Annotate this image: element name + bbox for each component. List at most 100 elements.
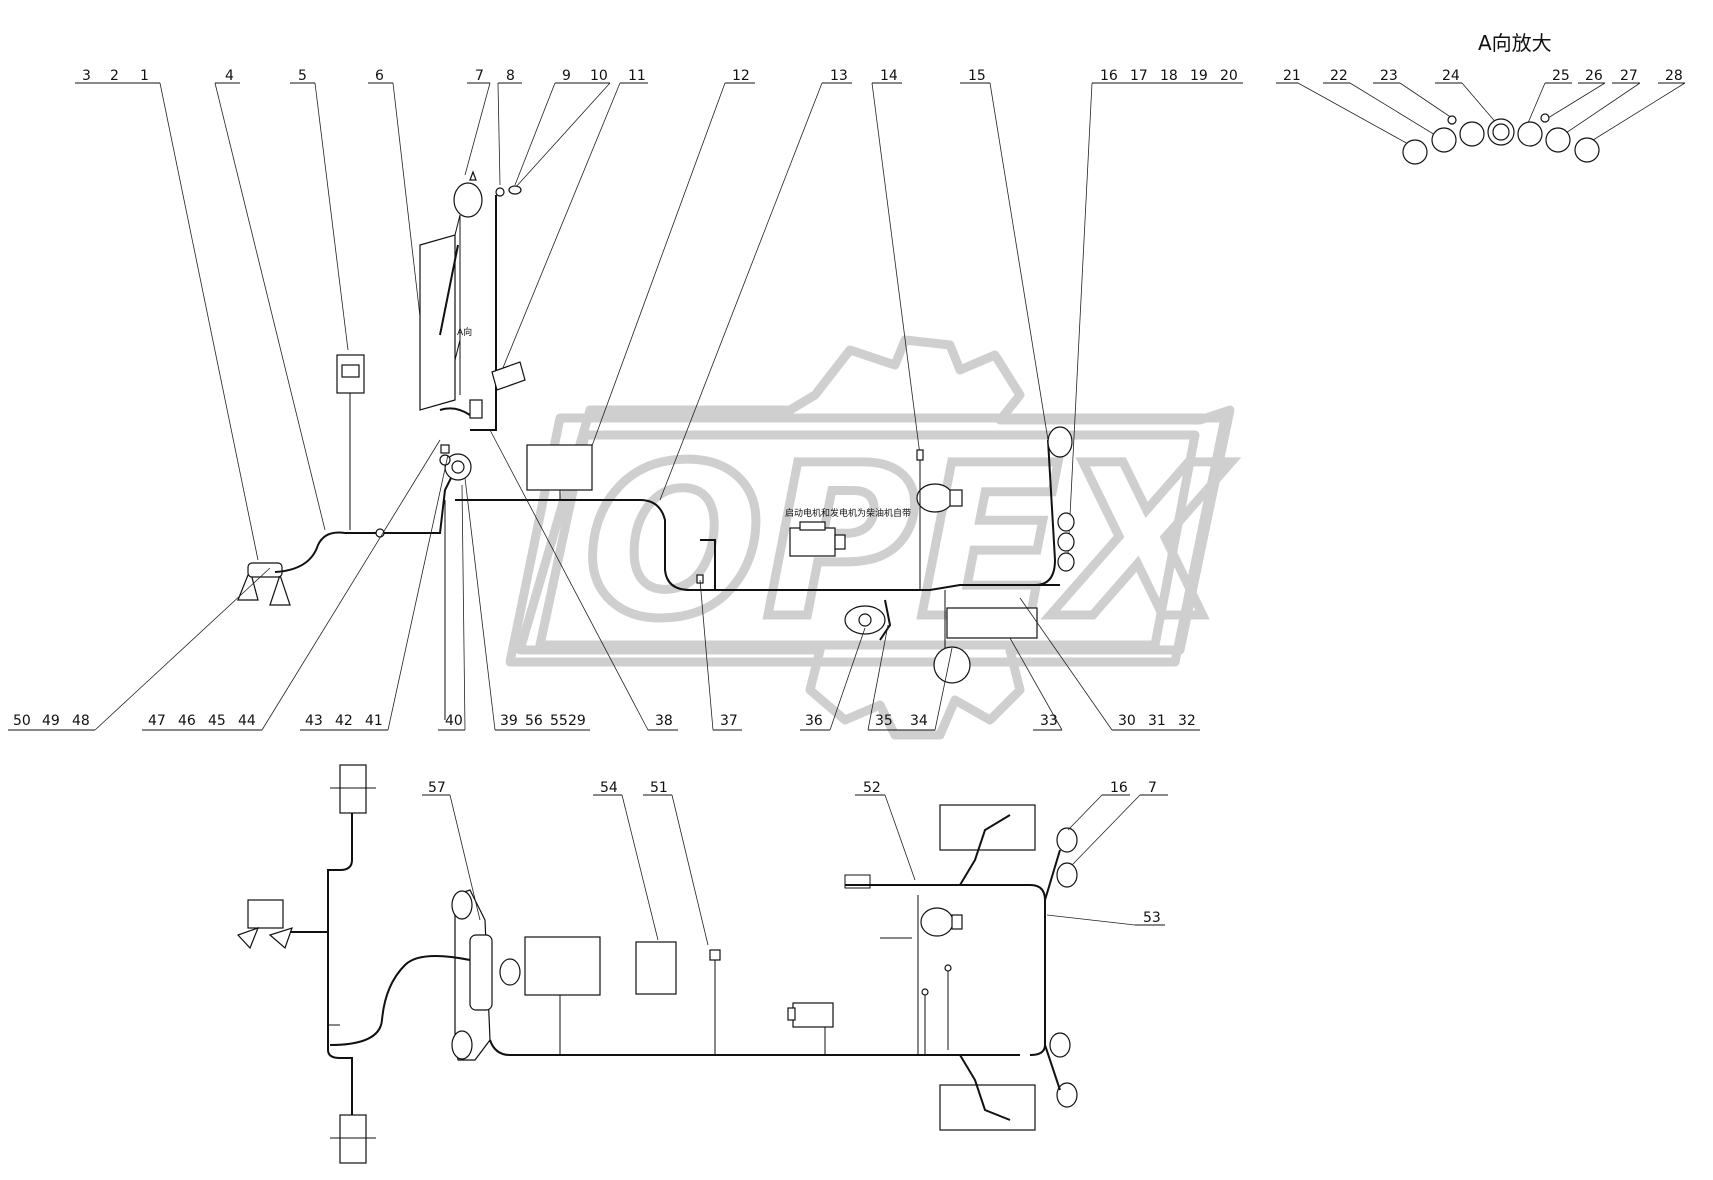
callout-38: 38 [655, 713, 673, 729]
callout-39: 39 [500, 713, 518, 729]
callout-22: 22 [1330, 68, 1348, 84]
callout-52: 52 [863, 780, 881, 796]
callout-30: 30 [1118, 713, 1136, 729]
callout-14: 14 [880, 68, 898, 84]
callout-15: 15 [968, 68, 986, 84]
callout-18: 18 [1160, 68, 1178, 84]
starter-motor-icon [789, 527, 836, 557]
callout-19: 19 [1190, 68, 1208, 84]
callout-3: 3 [82, 68, 91, 84]
battery-icon [946, 607, 1038, 639]
view-label-a: A向 [457, 326, 472, 338]
gauge-icon [1431, 127, 1457, 153]
callout-43: 43 [305, 713, 323, 729]
horn-bracket [247, 562, 283, 578]
fuse-box [499, 958, 521, 986]
battery-box [526, 444, 593, 491]
callouts-top: 3 2 1 4 5 6 7 8 9 10 11 12 13 14 15 16 1… [82, 68, 1238, 84]
leader-lines-top [159, 82, 1093, 561]
wheel-icon [339, 764, 367, 814]
callout-27: 27 [1620, 68, 1638, 84]
callout-21: 21 [1283, 68, 1301, 84]
callout-35: 35 [875, 713, 893, 729]
callout-2: 2 [110, 68, 119, 84]
callout-5: 5 [298, 68, 307, 84]
callout-55: 55 [550, 713, 568, 729]
callout-37: 37 [720, 713, 738, 729]
callout-13: 13 [830, 68, 848, 84]
watermark-text: OPEX [585, 420, 1232, 665]
battery-icon [939, 1084, 1036, 1131]
callout-20: 20 [1220, 68, 1238, 84]
turn-lamp-icon [1057, 512, 1075, 532]
callout-36: 36 [805, 713, 823, 729]
callout-50: 50 [13, 713, 31, 729]
work-lamp-icon [453, 182, 483, 218]
callout-51: 51 [650, 780, 668, 796]
rear-lamp-icon [1056, 1082, 1078, 1108]
battery-box [524, 936, 601, 996]
head-lamp-icon [1056, 862, 1078, 888]
callout-45: 45 [208, 713, 226, 729]
callout-24: 24 [1442, 68, 1460, 84]
callout-8: 8 [506, 68, 515, 84]
callout-7: 7 [475, 68, 484, 84]
callout-33: 33 [1040, 713, 1058, 729]
gauge-icon [1545, 127, 1571, 153]
callout-29: 29 [568, 713, 586, 729]
callout-57: 57 [428, 780, 446, 796]
callout-34: 34 [910, 713, 928, 729]
callouts-bottom: 57 54 51 52 16 7 53 [422, 780, 1168, 946]
callout-48: 48 [72, 713, 90, 729]
gauge-icon [1402, 139, 1428, 165]
callouts-gauges: 21 22 23 24 25 26 27 28 [1276, 68, 1686, 146]
callout-6: 6 [375, 68, 384, 84]
lower-harness [236, 764, 1078, 1164]
callout-47: 47 [148, 713, 166, 729]
horn-bracket [247, 899, 284, 929]
dashboard-icon [469, 934, 493, 1011]
callout-4: 4 [225, 68, 234, 84]
starter-motor-icon [792, 1002, 834, 1028]
upper-harness: A向 启动电机和发电机为柴油机自带 [237, 170, 1075, 720]
switch-panel [491, 361, 526, 391]
gauge-icon [1574, 137, 1600, 163]
callout-16-lower: 16 [1110, 780, 1128, 796]
component-label: 启动电机和发电机为柴油机自带 [785, 507, 911, 519]
callout-17: 17 [1130, 68, 1148, 84]
gauge-icon [1517, 121, 1543, 147]
callout-54: 54 [600, 780, 618, 796]
fuse-box [469, 399, 483, 419]
callouts-mid: 50 49 48 47 46 45 44 43 42 41 40 39 56 5… [13, 713, 1196, 729]
alternator-icon [916, 483, 954, 513]
callout-46: 46 [178, 713, 196, 729]
callout-9: 9 [562, 68, 571, 84]
callout-32: 32 [1178, 713, 1196, 729]
head-lamp-icon [1047, 426, 1073, 458]
gauge-icon [1459, 121, 1485, 147]
leader-lines-mid [94, 429, 1113, 731]
callout-44: 44 [238, 713, 256, 729]
watermark-frame [505, 413, 1230, 667]
head-lamp-icon [451, 890, 473, 920]
callout-31: 31 [1148, 713, 1166, 729]
alternator-icon [920, 907, 954, 937]
cab-panel [419, 234, 456, 411]
callout-25: 25 [1552, 68, 1570, 84]
horn-icon [269, 573, 291, 606]
callout-10: 10 [590, 68, 608, 84]
callout-11: 11 [628, 68, 646, 84]
ground-point-icon [933, 646, 971, 684]
callout-1: 1 [140, 68, 149, 84]
callout-28: 28 [1665, 68, 1683, 84]
callout-40: 40 [445, 713, 463, 729]
turn-lamp-icon [1057, 552, 1075, 572]
gauge-cluster [1402, 113, 1600, 165]
head-lamp-icon [451, 1030, 473, 1060]
callout-23: 23 [1380, 68, 1398, 84]
diagram-title: A向放大 [1478, 31, 1552, 55]
turn-lamp-icon [1057, 532, 1075, 552]
rear-lamp-icon [508, 185, 522, 195]
rear-lamp-icon [1049, 1032, 1071, 1058]
callout-56: 56 [525, 713, 543, 729]
